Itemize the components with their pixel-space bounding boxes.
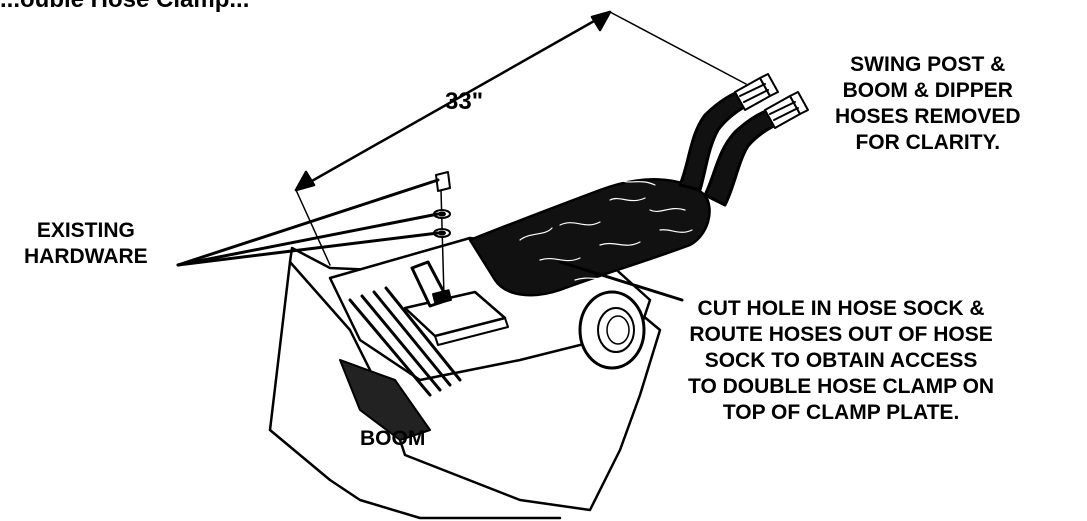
boom-side-edge — [268, 260, 292, 432]
leader-existing-hardware — [176, 178, 440, 267]
hose-sock — [468, 178, 711, 297]
boom-label: BOOM — [360, 427, 426, 450]
boom-ribs — [348, 286, 462, 397]
pivot-bore-inner — [606, 315, 630, 345]
bolt-assembly — [432, 171, 452, 305]
existing-hardware-label: EXISTING HARDWARE — [24, 219, 148, 268]
dimension-33-label: 33" — [445, 88, 484, 115]
boom-lower-edge — [268, 428, 562, 520]
dimension-line — [294, 10, 747, 266]
cut-off-header-title: ...ouble Hose Clamp... — [0, 0, 249, 14]
rib-panel — [339, 359, 431, 441]
leader-cut-hole — [558, 260, 684, 302]
cut-hole-instruction: CUT HOLE IN HOSE SOCK & ROUTE HOSES OUT … — [688, 297, 995, 424]
removed-hoses-note: SWING POST & BOOM & DIPPER HOSES REMOVED… — [835, 53, 1021, 154]
clamp-plate-edge — [434, 317, 509, 346]
hose-fitting-upper — [734, 73, 779, 111]
hose-fitting-lower — [764, 91, 809, 129]
